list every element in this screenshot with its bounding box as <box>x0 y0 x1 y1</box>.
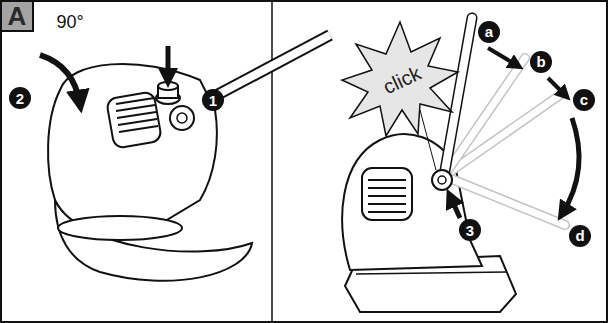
callout-number: 1 <box>202 89 224 111</box>
figure-letter: A <box>0 0 34 32</box>
position-letter: b <box>530 51 552 73</box>
callout-number: 3 <box>459 219 481 241</box>
callout-number: 2 <box>9 87 31 109</box>
angle-label: 90° <box>56 13 83 31</box>
position-letter: d <box>569 225 591 247</box>
position-letter: a <box>478 21 500 43</box>
position-letter: c <box>573 89 595 111</box>
